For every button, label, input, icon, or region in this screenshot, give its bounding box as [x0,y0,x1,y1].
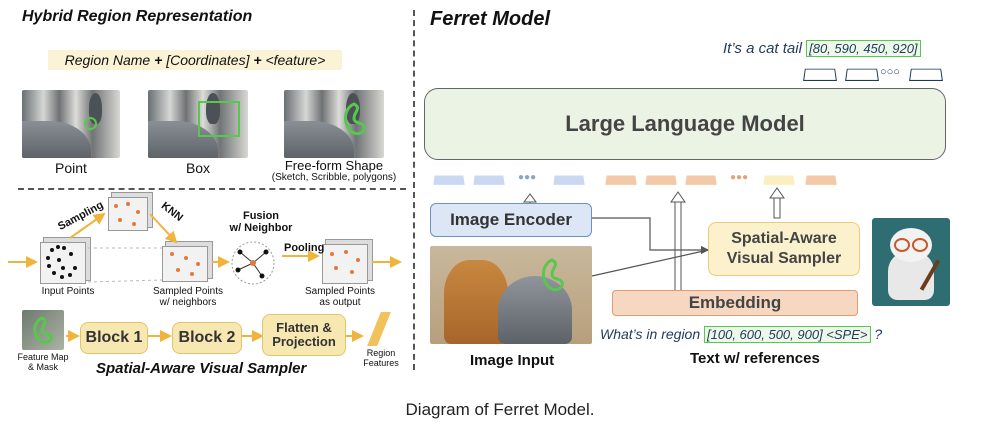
freeform-label: Free-form Shape [284,158,384,173]
output-token [909,68,943,81]
flatten-projection-block: Flatten & Projection [262,314,346,356]
input-region-marker [542,258,564,292]
sampled-neighbors-label: Sampled Points w/ neighbors [152,286,224,308]
neighbor-points-cube [162,246,208,282]
output-token [803,68,837,81]
query-text: What’s in region [100, 600, 500, 900] <S… [600,326,883,343]
spatial-aware-sampler-box: Spatial-Aware Visual Sampler [708,222,860,276]
formula-region-name: Region Name [64,52,151,68]
image-token-ellipsis: ●●● [518,172,537,183]
query-phrase: What’s in region [600,326,701,342]
formula-feature: <feature> [265,52,326,68]
output-coords: [80, 590, 450, 920] [806,40,921,57]
pooling-label: Pooling [284,242,325,254]
output-phrase: It’s a cat tail [723,40,802,57]
sampled-output-label: Sampled Points as output [304,286,376,308]
figure-caption: Diagram of Ferret Model. [405,400,595,419]
feature-map-image [22,310,64,350]
box-marker [198,101,240,137]
point-marker [84,117,97,130]
embedding-box: Embedding [612,290,858,316]
fusion-label: Fusion w/ Neighbor [229,210,293,234]
block-2: Block 2 [172,322,242,354]
block-1: Block 1 [80,322,148,354]
llm-label: Large Language Model [565,111,805,136]
sampler-arrows [8,212,402,283]
image-encoder-box: Image Encoder [430,203,592,237]
query-end: ? [874,326,883,342]
region-formula: Region Name + [Coordinates] + <feature> [48,50,342,70]
point-example-image [22,90,120,158]
query-coords: [100, 600, 500, 900] <SPE> [704,326,871,343]
fusion-circle [231,241,275,285]
sampler-title: Spatial-Aware Visual Sampler [96,360,307,377]
text-token-ellipsis: ●●● [730,172,749,183]
box-example-image [148,90,248,158]
output-text: It’s a cat tail [80, 590, 450, 920] [723,40,921,57]
input-image [430,246,592,344]
formula-plus: + [154,52,163,68]
point-label: Point [55,160,87,176]
horizontal-divider [18,188,406,190]
pipeline-arrows [66,330,364,342]
vertical-divider [413,10,415,370]
image-input-label: Image Input [470,352,555,369]
hybrid-region-title: Hybrid Region Representation [22,8,253,25]
right-arrows [523,187,785,295]
image-encoder-label: Image Encoder [450,210,572,229]
ferret-illustration [872,218,950,306]
freeform-sublabel: (Sketch, Scribble, polygons) [271,172,397,183]
formula-coordinates: [Coordinates] [166,52,250,68]
output-token [845,68,879,81]
box-label: Box [185,160,211,176]
feature-map-label: Feature Map & Mask [17,352,69,372]
embedding-label: Embedding [688,293,782,312]
freeform-example-image [284,90,384,158]
spatial-aware-sampler-label: Spatial-Aware Visual Sampler [726,230,842,267]
input-points-label: Input Points [41,286,95,297]
ferret-model-title: Ferret Model [430,8,551,30]
text-references-label: Text w/ references [690,350,820,367]
region-features-label: Region Features [363,348,399,368]
formula-plus: + [253,52,262,68]
llm-box: Large Language Model [424,88,946,160]
output-ellipsis: ○○○ [880,66,900,78]
freeform-marker [344,102,366,136]
